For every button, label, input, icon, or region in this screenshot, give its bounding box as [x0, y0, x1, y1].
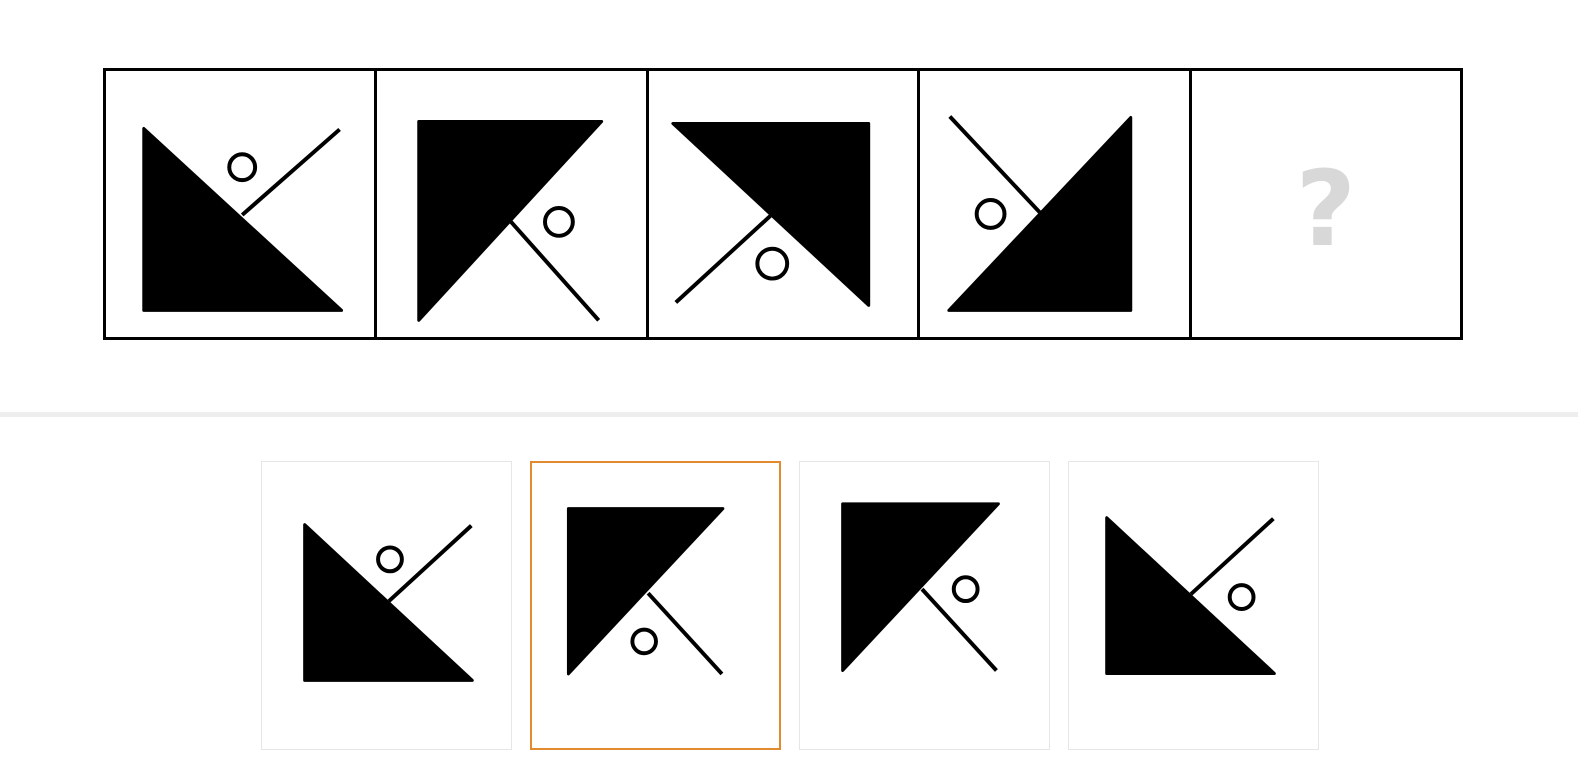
answer-option-3[interactable] [799, 461, 1050, 750]
diagonal-line-shape [674, 214, 772, 304]
diagonal-line-shape [1189, 517, 1275, 596]
option-figure-3 [841, 502, 1000, 672]
diagonal-line-shape [920, 587, 998, 672]
black-triangle-shape [142, 126, 344, 312]
answer-option-4[interactable] [1068, 461, 1319, 750]
black-triangle-shape [841, 502, 1000, 672]
diagonal-line-shape [240, 127, 341, 217]
sequence-cell-3 [649, 71, 921, 337]
sequence-cell-2 [377, 71, 649, 337]
option-figure-4 [1105, 516, 1276, 675]
sequence-figure-4 [947, 115, 1133, 312]
small-circle-shape [630, 627, 658, 656]
small-circle-shape [376, 545, 404, 574]
small-circle-shape [974, 198, 1007, 230]
sequence-cell-1 [106, 71, 378, 337]
small-circle-shape [951, 575, 980, 604]
diagonal-line-shape [387, 524, 473, 603]
section-divider [0, 412, 1578, 417]
answer-option-2[interactable] [530, 461, 781, 750]
sequence-figure-2 [417, 119, 604, 322]
diagonal-line-shape [509, 219, 601, 322]
small-circle-shape [543, 205, 576, 238]
black-triangle-shape [417, 119, 604, 322]
answer-option-1[interactable] [261, 461, 512, 750]
black-triangle-shape [566, 507, 725, 676]
answer-options [261, 461, 1319, 750]
diagonal-line-shape [646, 591, 724, 676]
black-triangle-shape [1105, 516, 1276, 675]
option-figure-1 [303, 523, 474, 682]
sequence-figure-1 [142, 126, 344, 312]
sequence-figure-3 [671, 121, 870, 307]
option-figure-2 [566, 507, 725, 676]
sequence-cell-4 [920, 71, 1192, 337]
small-circle-shape [755, 246, 789, 281]
small-circle-shape [1227, 583, 1256, 611]
black-triangle-shape [947, 116, 1133, 312]
black-triangle-shape [671, 121, 870, 307]
sequence-strip: ? [103, 68, 1463, 340]
diagonal-line-shape [948, 115, 1042, 215]
question-mark-placeholder: ? [1295, 148, 1356, 270]
small-circle-shape [227, 152, 258, 183]
sequence-cell-missing: ? [1192, 71, 1460, 337]
black-triangle-shape [303, 523, 474, 682]
